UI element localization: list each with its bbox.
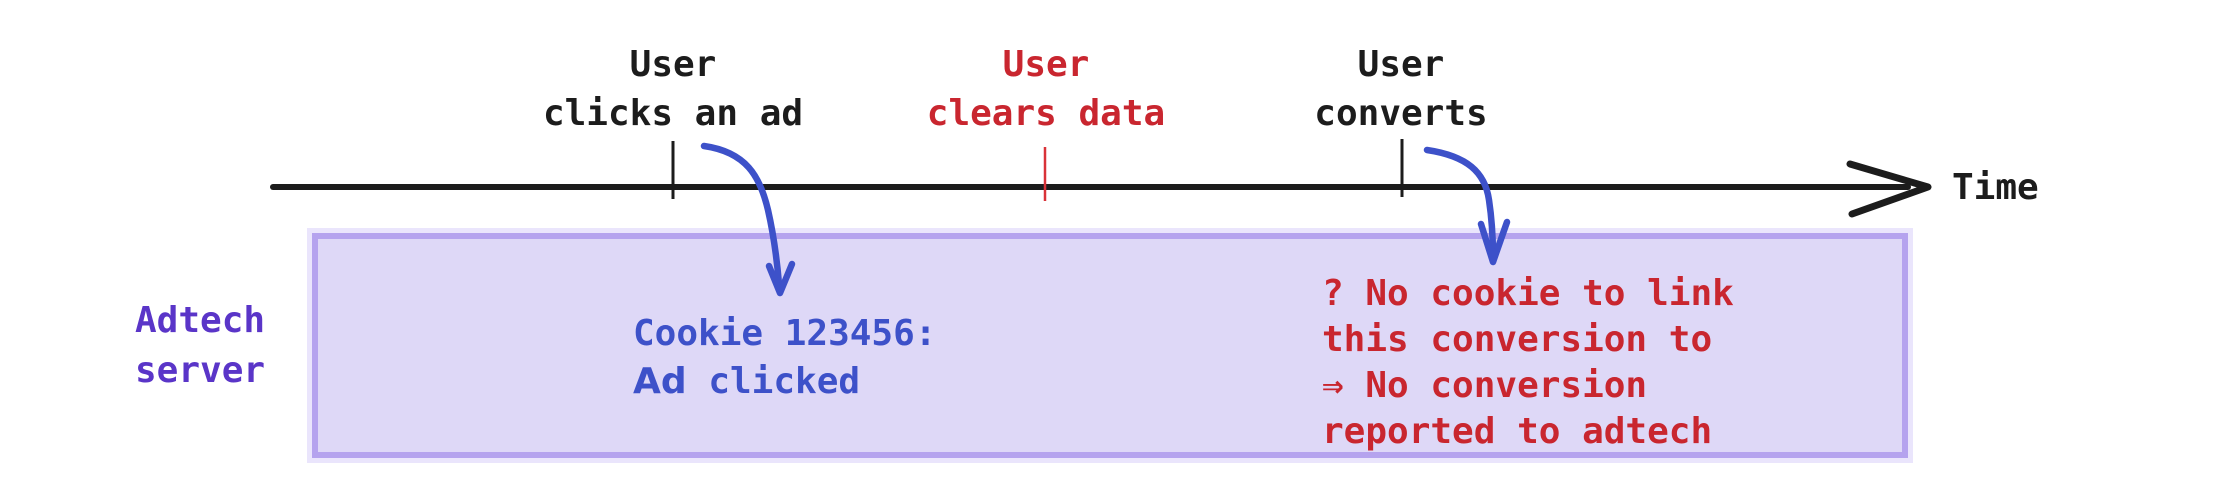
event-label-line: User (1357, 44, 1445, 85)
cookie-note-line2: Ad clicked (633, 358, 936, 406)
event-label-user-clears-data: User clears data (927, 40, 1165, 138)
event-label-line: clears data (926, 93, 1166, 134)
event-label-user-clicks-ad: User clicks an ad (543, 40, 803, 138)
event-label-line: User (629, 44, 717, 85)
arrow-convert-to-note-icon (1423, 146, 1511, 266)
event-label-user-converts: User converts (1314, 40, 1487, 138)
adtech-server-label-line: server (135, 350, 266, 391)
timeline-arrowhead-icon (1846, 160, 1932, 218)
adtech-server-label-line: Adtech (135, 300, 266, 341)
cookie-note: Cookie 123456: Ad clicked (633, 310, 936, 406)
cookie-note-ad-word: Ad (633, 361, 687, 402)
event-label-line: converts (1314, 93, 1488, 134)
adtech-server-label: Adtech server (135, 296, 265, 396)
cookie-note-line1: Cookie 123456: (633, 313, 937, 354)
cookie-note-clicked-word: clicked (708, 361, 861, 402)
adtech-server-box (312, 233, 1908, 458)
no-cookie-note: ? No cookie to link this conversion to ⇒… (1322, 273, 1734, 452)
arrow-click-to-cookie-icon (700, 142, 796, 297)
time-axis-label: Time (1952, 167, 2039, 208)
event-label-line: clicks an ad (542, 93, 804, 134)
event-label-line: User (1002, 44, 1090, 85)
